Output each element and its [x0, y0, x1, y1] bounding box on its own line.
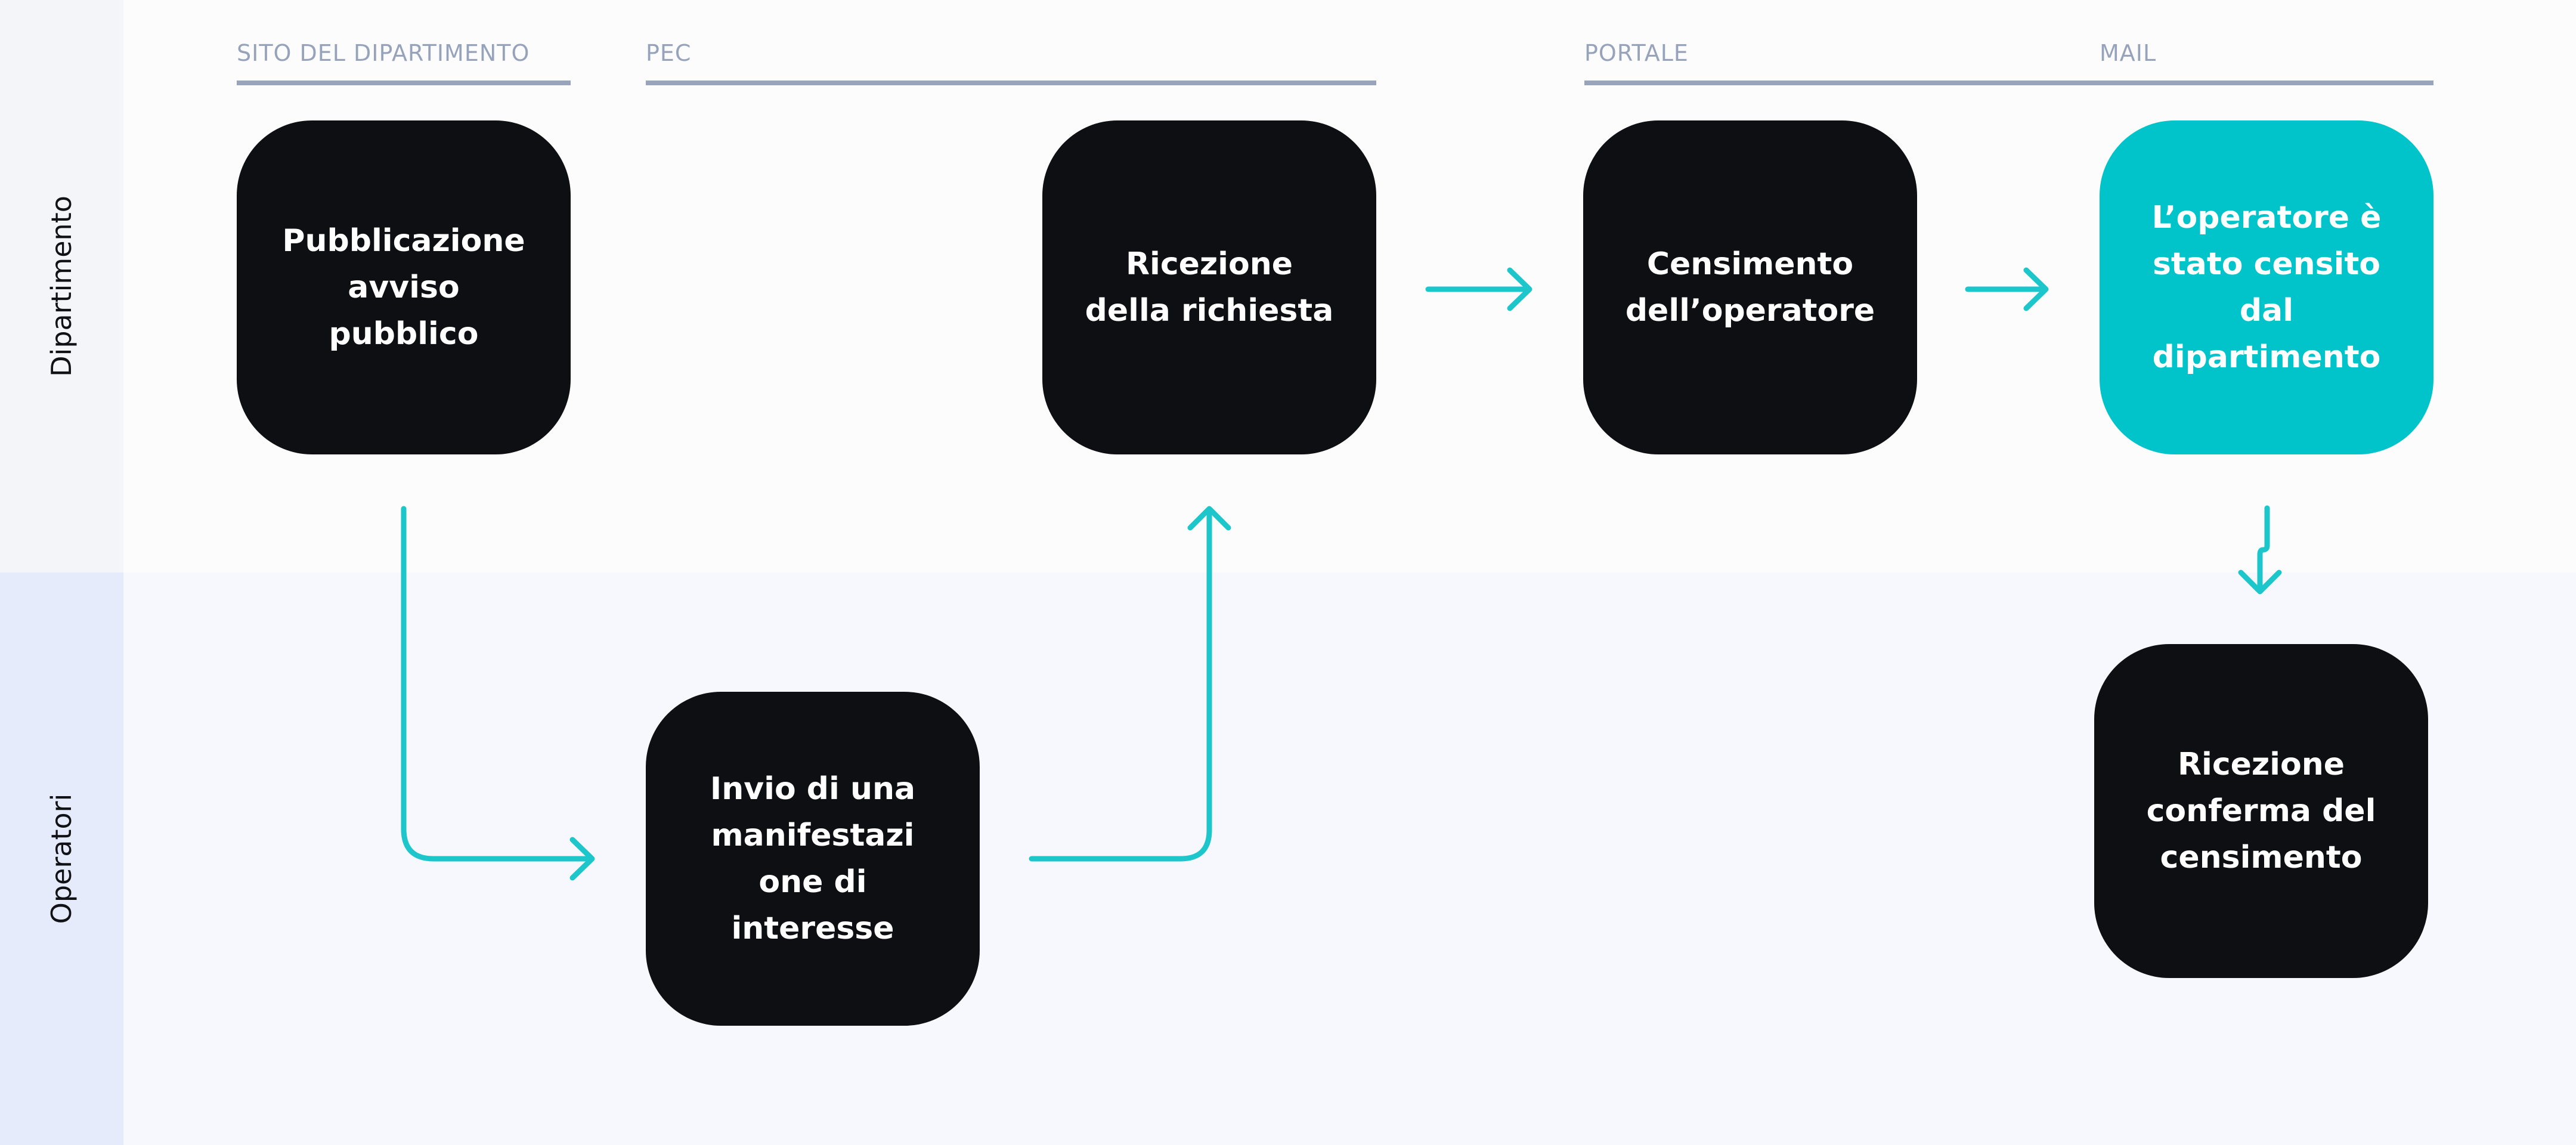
node-operatore-censito: L’operatore è stato censito dal dipartim…: [2100, 120, 2433, 454]
phase-pec: PEC: [646, 40, 1376, 85]
phase-sito: SITO DEL DIPARTIMENTO: [237, 40, 571, 85]
node-ricezione-richiesta: Ricezione della richiesta: [1042, 120, 1376, 454]
phase-line-pec: [646, 81, 1376, 85]
node-pubblicazione-avviso: Pubblicazione avviso pubblico: [237, 120, 571, 454]
phase-label-mail: MAIL: [2100, 40, 2157, 66]
node-pubblicazione-label: Pubblicazione avviso pubblico: [282, 223, 525, 352]
node-censito-label: L’operatore è stato censito dal dipartim…: [2151, 200, 2382, 375]
node-censimento-operatore: Censimento dell’operatore: [1583, 120, 1917, 454]
node-invio-manifestazione: Invio di una manifestazi one di interess…: [646, 692, 980, 1026]
lane-header-dipartimento: Dipartimento: [0, 0, 123, 572]
node-ricezione-conferma-label: Ricezione conferma del censimento: [2146, 747, 2376, 875]
phase-label-pec: PEC: [646, 40, 692, 66]
lane-header-operatori: Operatori: [0, 572, 123, 1145]
node-ricezione-conferma: Ricezione conferma del censimento: [2094, 644, 2428, 978]
phase-portale: PORTALE: [1584, 40, 2433, 85]
node-censimento-label: Censimento dell’operatore: [1625, 246, 1875, 329]
phase-label-portale: PORTALE: [1584, 40, 1689, 66]
node-ricezione-richiesta-label: Ricezione della richiesta: [1085, 246, 1334, 329]
phase-line-sito: [237, 81, 571, 85]
node-invio-label: Invio di una manifestazi one di interess…: [710, 771, 916, 946]
lane-label-operatori: Operatori: [45, 793, 78, 924]
phase-label-sito: SITO DEL DIPARTIMENTO: [237, 40, 530, 66]
phase-line-portale: [1584, 81, 2433, 85]
phase-mail: MAIL: [2100, 42, 2433, 64]
lane-label-dipartimento: Dipartimento: [45, 196, 78, 377]
